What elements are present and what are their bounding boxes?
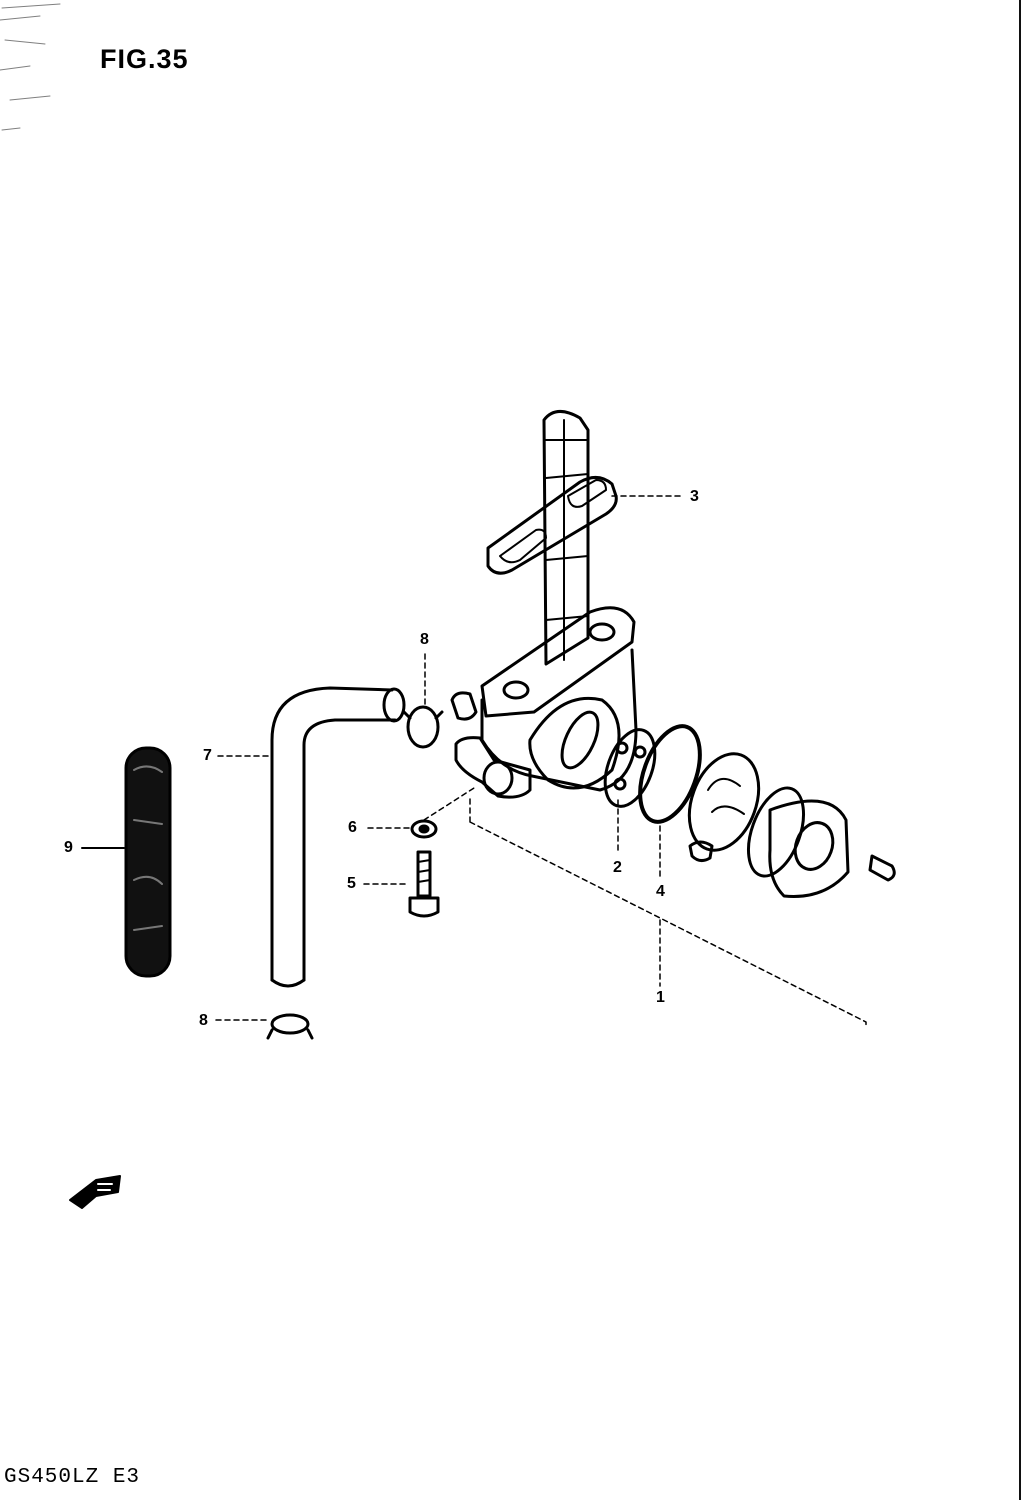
callout-4: 4 [656,883,665,900]
bolt-part-5 [408,850,440,918]
callout-9: 9 [64,839,73,856]
callout-6: 6 [348,819,357,836]
callout-8-lower: 8 [199,1012,208,1029]
callout-1: 1 [656,989,665,1006]
lever-plate [747,786,850,898]
hose-clamp-part-8-lower [266,1013,314,1040]
callout-8-upper: 8 [420,631,429,648]
callout-5: 5 [347,875,356,892]
callout-7: 7 [203,747,212,764]
figure-title: FIG.35 [100,44,189,74]
hose-clamp-part-8-upper [402,705,444,749]
callout-2: 2 [613,859,622,876]
o-ring-part-4 [638,724,702,824]
fuel-hose-part-7 [270,686,406,988]
fwd-arrow-icon [69,1175,121,1209]
leader-lines [81,495,867,1029]
lever-cover [687,752,761,863]
fuel-cock-body-part-1 [450,606,638,799]
callout-3: 3 [690,488,699,505]
screw [868,854,896,882]
fuel-pickup-pipe [542,410,590,666]
scan-noise [0,3,61,131]
sleeve-part-9 [124,746,172,978]
valve-plate-part-2 [603,728,657,808]
model-code: GS450LZ E3 [4,1466,141,1489]
washer-part-6 [410,819,438,839]
